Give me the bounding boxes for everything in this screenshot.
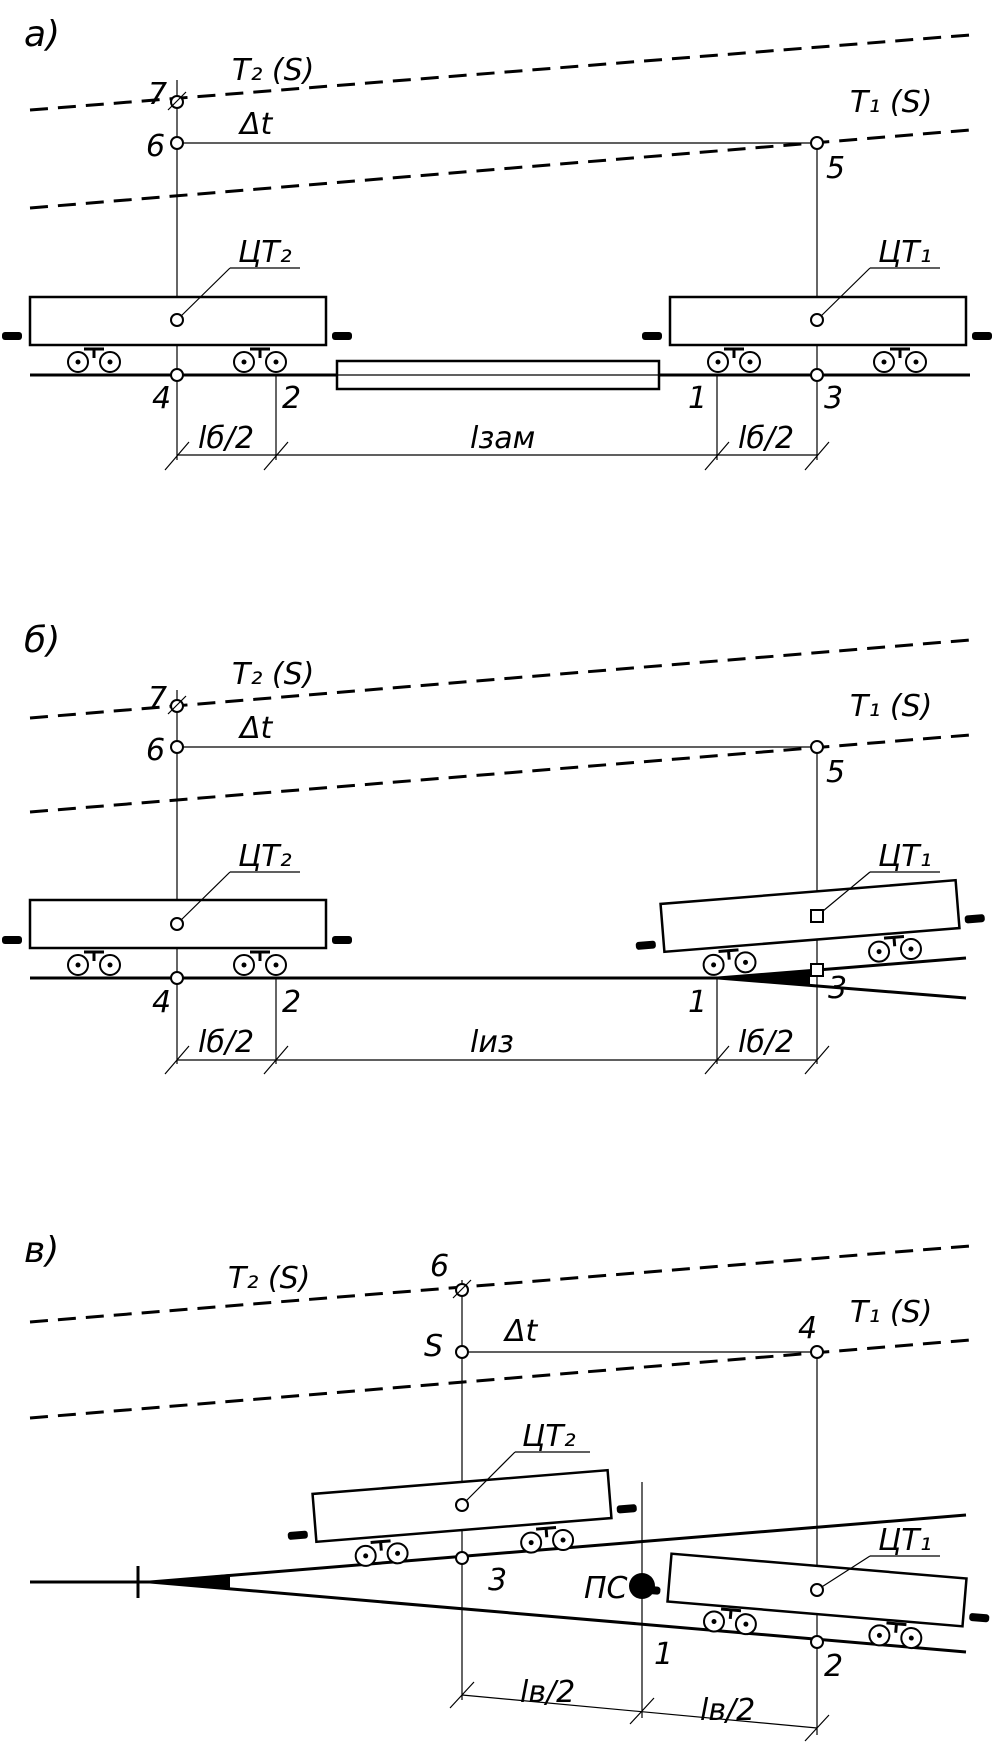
label-6: 6	[430, 1249, 449, 1284]
label-s: S	[424, 1329, 443, 1364]
ps-point	[629, 1573, 655, 1599]
label-4: 4	[152, 381, 171, 416]
curve-t2	[29, 638, 971, 720]
point-2	[810, 1635, 824, 1649]
point-4	[810, 1345, 824, 1359]
label-3: 3	[828, 971, 847, 1006]
panel-a: а) T₂ (S) T₁ (S) Δt	[2, 14, 992, 471]
point-6	[455, 1283, 469, 1297]
label-7: 7	[148, 77, 167, 112]
ct2-leader	[461, 1451, 516, 1506]
delta-t-label: Δt	[238, 107, 274, 142]
ct2-leader	[176, 871, 231, 925]
point-ct2	[170, 917, 184, 931]
curve-t2-label: T₂ (S)	[232, 53, 314, 88]
label-4: 4	[798, 1311, 817, 1346]
dim-lzam: lзам	[470, 421, 535, 456]
curve-t2	[29, 1244, 971, 1324]
dim-lb2-right: lб/2	[738, 1025, 794, 1060]
point-6	[170, 136, 184, 150]
curve-t2-label: T₂ (S)	[228, 1261, 310, 1296]
curve-t1-label: T₁ (S)	[850, 1295, 932, 1330]
dim-lb2-right: lб/2	[738, 421, 794, 456]
point-6	[170, 740, 184, 754]
point-3	[455, 1551, 469, 1565]
curve-t1-label: T₁ (S)	[850, 85, 932, 120]
point-s	[455, 1345, 469, 1359]
point-ct1	[810, 313, 824, 327]
point-4	[170, 368, 184, 382]
delta-t-label: Δt	[503, 1314, 539, 1349]
point-4	[170, 971, 184, 985]
ct1-leader	[816, 1555, 871, 1591]
point-ct1	[810, 1583, 824, 1597]
label-3: 3	[488, 1563, 507, 1598]
ct1-leader	[816, 267, 871, 321]
panel-a-label: а)	[24, 14, 60, 55]
dim-lv2-right: lв/2	[700, 1693, 755, 1728]
curve-t1-label: T₁ (S)	[850, 689, 932, 724]
label-6: 6	[146, 129, 165, 164]
frog	[718, 970, 810, 986]
panel-b-label: б)	[24, 620, 60, 661]
label-7: 7	[148, 681, 167, 716]
point-ct1	[810, 909, 824, 923]
ct1-label: ЦТ₁	[878, 1523, 932, 1558]
label-3: 3	[824, 381, 843, 416]
point-ct2	[170, 313, 184, 327]
point-5	[810, 136, 824, 150]
point-ct2	[455, 1498, 469, 1512]
point-7	[170, 95, 184, 109]
ct2-leader	[176, 267, 231, 321]
label-2: 2	[824, 1649, 843, 1684]
panel-c-label: в)	[24, 1230, 59, 1271]
curve-t2-label: T₂ (S)	[232, 657, 314, 692]
delta-t-label: Δt	[238, 711, 274, 746]
dim-liz: lиз	[470, 1025, 514, 1060]
ct1-label: ЦТ₁	[878, 839, 932, 874]
label-2: 2	[282, 985, 301, 1020]
label-1: 1	[654, 1637, 673, 1672]
dim-lv2-left: lв/2	[520, 1675, 575, 1710]
label-1: 1	[688, 985, 707, 1020]
curve-t2	[29, 33, 971, 112]
label-4: 4	[152, 985, 171, 1020]
track-branch-lower	[149, 1580, 967, 1654]
ct2-label: ЦТ₂	[238, 839, 292, 874]
label-5: 5	[826, 151, 845, 186]
point-3	[810, 368, 824, 382]
point-7	[170, 699, 184, 713]
panel-b: б) T₂ (S) T₁ (S) Δt ЦТ₂	[2, 620, 986, 1075]
dim-lb2-left: lб/2	[198, 421, 254, 456]
label-2: 2	[282, 381, 301, 416]
dim-lb2-left: lб/2	[198, 1025, 254, 1060]
ct1-label: ЦТ₁	[878, 235, 932, 270]
frog	[150, 1574, 230, 1589]
panel-c: в) T₂ (S) T₁ (S) Δt	[24, 1230, 990, 1742]
label-1: 1	[688, 381, 707, 416]
ct2-label: ЦТ₂	[238, 235, 292, 270]
label-6: 6	[146, 733, 165, 768]
dimension-line	[461, 1694, 818, 1729]
label-5: 5	[826, 755, 845, 790]
point-5	[810, 740, 824, 754]
ps-label: ПС	[584, 1571, 628, 1606]
ct1-leader	[816, 871, 871, 917]
point-3	[810, 963, 824, 977]
ct2-label: ЦТ₂	[522, 1419, 576, 1454]
